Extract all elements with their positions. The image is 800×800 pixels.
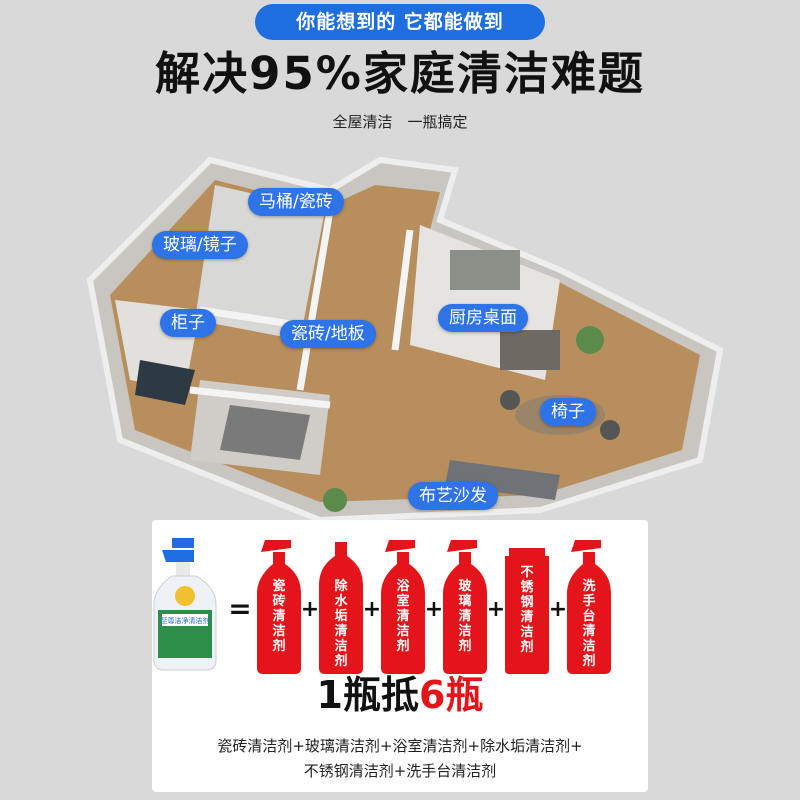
bottle-equation: 至尊洁净清洁剂 = 瓷砖清洁剂+除水垢清洁剂+浴室清洁剂+玻璃清洁剂+不锈钢清洁…	[153, 538, 611, 674]
bottle-4: 不锈钢清洁剂	[505, 548, 549, 674]
bottle-5: 洗手台清洁剂	[567, 540, 611, 674]
bottle-5-char-2: 台	[582, 608, 595, 624]
result-highlight: 6瓶	[419, 673, 484, 717]
bottle-5-char-5: 剂	[581, 653, 595, 669]
plus-sign-3: +	[487, 597, 505, 622]
equals-sign: =	[228, 592, 251, 625]
bottle-0-char-3: 洁	[272, 623, 285, 639]
bottle-shape-0	[257, 540, 301, 674]
label-toilet-tile: 马桶/瓷砖	[248, 188, 344, 216]
label-fabric-sofa: 布艺沙发	[408, 482, 498, 510]
bottle-4-char-1: 锈	[520, 579, 534, 595]
bottle-3-char-3: 洁	[458, 623, 471, 639]
bottle-0-char-1: 砖	[272, 593, 285, 609]
bottle-shape-3	[443, 540, 487, 674]
product-bottle: 至尊洁净清洁剂	[153, 538, 217, 671]
bottle-2-char-0: 浴	[396, 578, 410, 594]
bottle-1-char-0: 除	[334, 578, 348, 594]
bottle-4-char-2: 钢	[520, 594, 533, 610]
bottle-2-char-2: 清	[396, 608, 409, 624]
headline: 解决95%家庭清洁难题	[155, 47, 645, 100]
bottle-1-char-3: 清	[334, 623, 347, 639]
plus-sign-4: +	[549, 597, 567, 622]
bottle-3-char-4: 剂	[457, 638, 471, 654]
bottle-0-char-0: 瓷	[272, 578, 285, 594]
label-tile-floor: 瓷砖/地板	[280, 320, 376, 348]
bottle-4-char-5: 剂	[519, 639, 533, 655]
bottle-0-char-4: 剂	[271, 638, 285, 654]
bottle-shape-5	[567, 540, 611, 674]
bottle-3-char-0: 玻	[458, 578, 472, 594]
plus-sign-0: +	[301, 597, 319, 622]
subheadline: 全屋清洁 一瓶搞定	[332, 113, 468, 131]
bottle-3: 玻璃清洁剂	[443, 540, 487, 674]
bottle-1: 除水垢清洁剂	[319, 542, 363, 674]
equation-panel: 至尊洁净清洁剂 = 瓷砖清洁剂+除水垢清洁剂+浴室清洁剂+玻璃清洁剂+不锈钢清洁…	[152, 520, 648, 792]
bottle-4-char-0: 不	[520, 565, 533, 580]
bottle-3-char-1: 璃	[458, 593, 471, 609]
result-line: 1瓶抵6瓶	[0, 670, 800, 720]
footnote-line-1: 瓷砖清洁剂+玻璃清洁剂+浴室清洁剂+除水垢清洁剂+	[217, 737, 583, 755]
bottle-5-char-1: 手	[582, 593, 595, 609]
footnote-line-2: 不锈钢清洁剂+洗手台清洁剂	[303, 762, 497, 780]
bottle-5-char-3: 清	[582, 623, 595, 639]
bottle-0: 瓷砖清洁剂	[257, 540, 301, 674]
plus-sign-1: +	[363, 597, 381, 622]
bottle-shape-2	[381, 540, 425, 674]
top-slogan-pill: 你能想到的 它都能做到	[255, 4, 545, 40]
label-glass-mirror: 玻璃/镜子	[152, 231, 248, 259]
bottle-2-char-1: 室	[396, 593, 409, 609]
plus-sign-2: +	[425, 597, 443, 622]
bottle-4-char-4: 洁	[520, 624, 533, 640]
bottle-2: 浴室清洁剂	[381, 540, 425, 674]
bottle-1-char-1: 水	[334, 593, 348, 609]
product-label-text: 至尊洁净清洁剂	[161, 616, 210, 625]
bottle-shape-4	[505, 548, 549, 674]
bottle-0-char-2: 清	[272, 608, 285, 624]
bottle-2-char-3: 洁	[396, 623, 409, 639]
label-kitchen-counter: 厨房桌面	[438, 304, 528, 332]
bottle-shape-1	[319, 542, 363, 674]
bottle-2-char-4: 剂	[395, 638, 409, 654]
bottle-5-char-0: 洗	[582, 578, 595, 594]
label-cabinet: 柜子	[160, 309, 216, 337]
bottle-4-char-3: 清	[520, 609, 533, 625]
bottle-1-char-4: 洁	[334, 638, 347, 654]
bottle-1-char-5: 剂	[333, 653, 347, 669]
result-prefix: 1瓶抵	[316, 673, 419, 717]
apartment-illustration	[86, 156, 724, 520]
bottle-3-char-2: 清	[458, 608, 471, 624]
bottle-5-char-4: 洁	[582, 638, 595, 654]
bottle-1-char-2: 垢	[334, 608, 347, 624]
label-chair: 椅子	[540, 398, 596, 426]
